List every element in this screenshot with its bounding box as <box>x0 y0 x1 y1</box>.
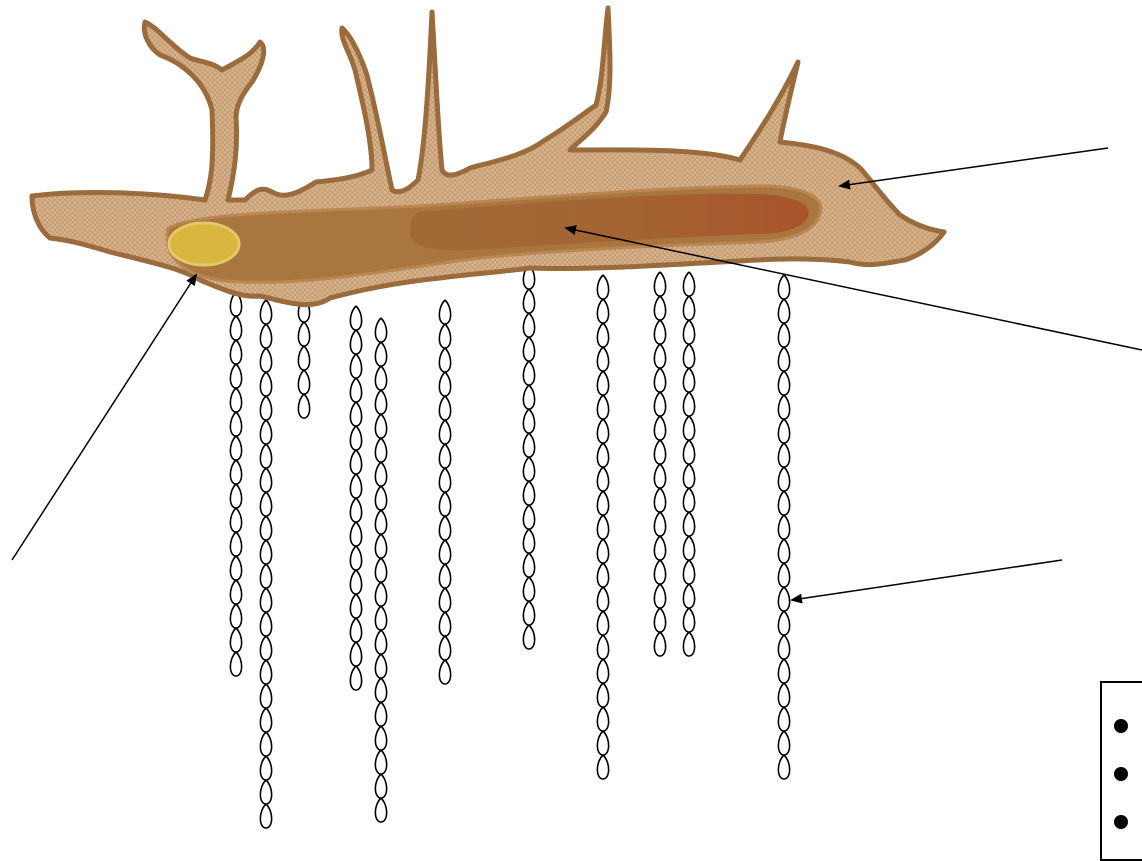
beaded-fiber-6 <box>439 300 450 684</box>
beaded-fiber-5 <box>375 318 386 822</box>
legend-bullet-1 <box>1114 719 1128 733</box>
beaded-fiber-9 <box>654 272 665 656</box>
pointer-line-body <box>840 148 1108 186</box>
beaded-fiber-2 <box>260 300 271 828</box>
legend-box <box>1100 681 1142 861</box>
legend-bullet-2 <box>1114 767 1128 781</box>
pointer-line-nucleus <box>12 275 196 560</box>
beaded-fiber-10 <box>683 272 694 656</box>
beaded-fibers <box>230 265 789 828</box>
beaded-fiber-11 <box>778 275 789 779</box>
beaded-fiber-8 <box>597 275 608 779</box>
beaded-fiber-7 <box>523 265 534 649</box>
beaded-fiber-1 <box>230 292 241 676</box>
nucleus <box>169 223 239 265</box>
legend-bullet-3 <box>1114 815 1128 829</box>
beaded-fiber-3 <box>298 298 309 418</box>
pointer-line-fiber <box>792 560 1062 600</box>
beaded-fiber-4 <box>350 306 361 690</box>
cell-body-outline <box>32 8 944 305</box>
